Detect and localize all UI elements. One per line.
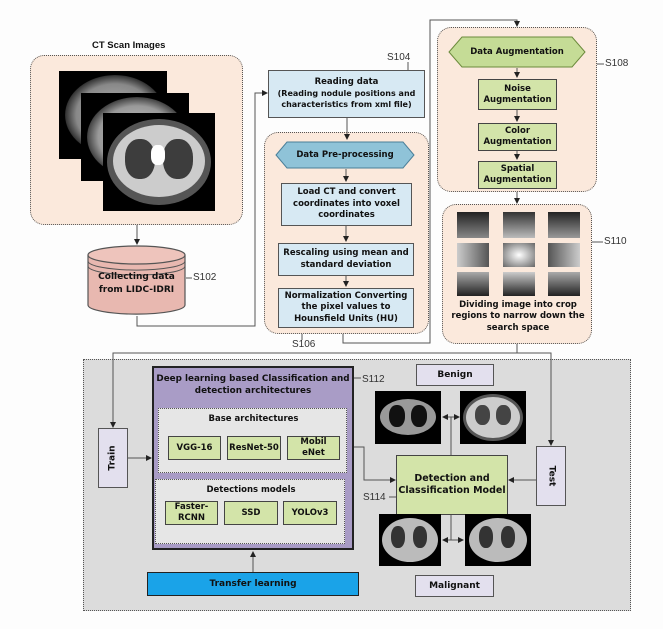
aug-step-noise: Noise Augmentation	[478, 79, 557, 110]
crop-tile	[548, 243, 580, 267]
crop-tile	[548, 272, 580, 296]
train-box: Train	[98, 428, 128, 488]
deep-learning-box: Deep learning based Classification and d…	[152, 366, 354, 550]
model-mobilenet: Mobil eNet	[287, 436, 340, 460]
detection-models-group: Detections models Faster-RCNN SSD YOLOv3	[155, 479, 345, 544]
reading-data-box: Reading data (Reading nodule positions a…	[268, 70, 425, 118]
step-s110: S110	[604, 236, 627, 247]
crop-group: Dividing image into crop regions to narr…	[442, 204, 592, 344]
benign-ct-image-2	[460, 391, 526, 444]
detection-models-title: Detections models	[206, 485, 296, 495]
step-s108: S108	[605, 58, 629, 69]
crop-tile	[548, 212, 580, 238]
ct-scan-title: CT Scan Images	[92, 40, 166, 51]
train-label: Train	[108, 445, 118, 471]
detection-classification-model: Detection and Classification Model	[396, 455, 508, 515]
deep-learning-title: Deep learning based Classification and d…	[156, 374, 350, 396]
transfer-learning-box: Transfer learning	[147, 572, 359, 596]
preproc-step-load: Load CT and convert coordinates into vox…	[281, 183, 412, 226]
augmentation-header: Data Augmentation	[448, 36, 586, 68]
base-architectures-group: Base architectures VGG-16 ResNet-50 Mobi…	[158, 408, 347, 473]
step-s106: S106	[292, 339, 316, 350]
preprocessing-header-label: Data Pre-processing	[296, 150, 394, 160]
aug-step-spatial: Spatial Augmentation	[478, 161, 557, 189]
ct-scan-group	[30, 55, 243, 225]
augmentation-header-label: Data Augmentation	[470, 47, 564, 57]
model-ssd: SSD	[224, 501, 278, 525]
ct-image-3	[103, 113, 215, 211]
step-s102: S102	[193, 272, 217, 283]
crop-tile	[503, 243, 535, 267]
preprocessing-group: Data Pre-processing Load CT and convert …	[264, 132, 429, 334]
crop-tile	[503, 212, 535, 238]
model-yolov3: YOLOv3	[283, 501, 337, 525]
crop-tile	[457, 272, 489, 296]
crop-label: Dividing image into crop regions to narr…	[451, 300, 585, 333]
test-label: Test	[546, 465, 556, 487]
model-vgg16: VGG-16	[168, 436, 221, 460]
malignant-ct-image-2	[465, 514, 531, 566]
crop-tile	[503, 272, 535, 296]
reading-desc: (Reading nodule positions and characteri…	[277, 88, 416, 109]
collect-label: Collecting data from LIDC-IDRI	[98, 272, 175, 295]
model-resnet50: ResNet-50	[227, 436, 281, 460]
preproc-step-rescale: Rescaling using mean and standard deviat…	[278, 243, 414, 276]
step-s112: S112	[362, 374, 385, 385]
malignant-label-box: Malignant	[415, 575, 494, 597]
preprocessing-header: Data Pre-processing	[275, 141, 415, 169]
malignant-ct-image-1	[379, 514, 441, 566]
benign-ct-image-1	[375, 391, 441, 444]
reading-title: Reading data	[314, 77, 379, 88]
test-box: Test	[536, 446, 566, 506]
base-architectures-title: Base architectures	[208, 414, 299, 424]
crop-tile	[457, 243, 489, 267]
step-s114: S114	[363, 492, 386, 503]
preproc-step-normalize: Normalization Converting the pixel value…	[278, 288, 414, 328]
model-faster-rcnn: Faster-RCNN	[165, 501, 218, 525]
lidc-idri-database: Collecting data from LIDC-IDRI	[87, 245, 186, 315]
crop-tile	[457, 212, 489, 238]
step-s104: S104	[387, 52, 411, 63]
benign-label-box: Benign	[416, 364, 494, 386]
augmentation-group: Data Augmentation Noise Augmentation Col…	[437, 27, 597, 192]
aug-step-color: Color Augmentation	[478, 123, 557, 151]
